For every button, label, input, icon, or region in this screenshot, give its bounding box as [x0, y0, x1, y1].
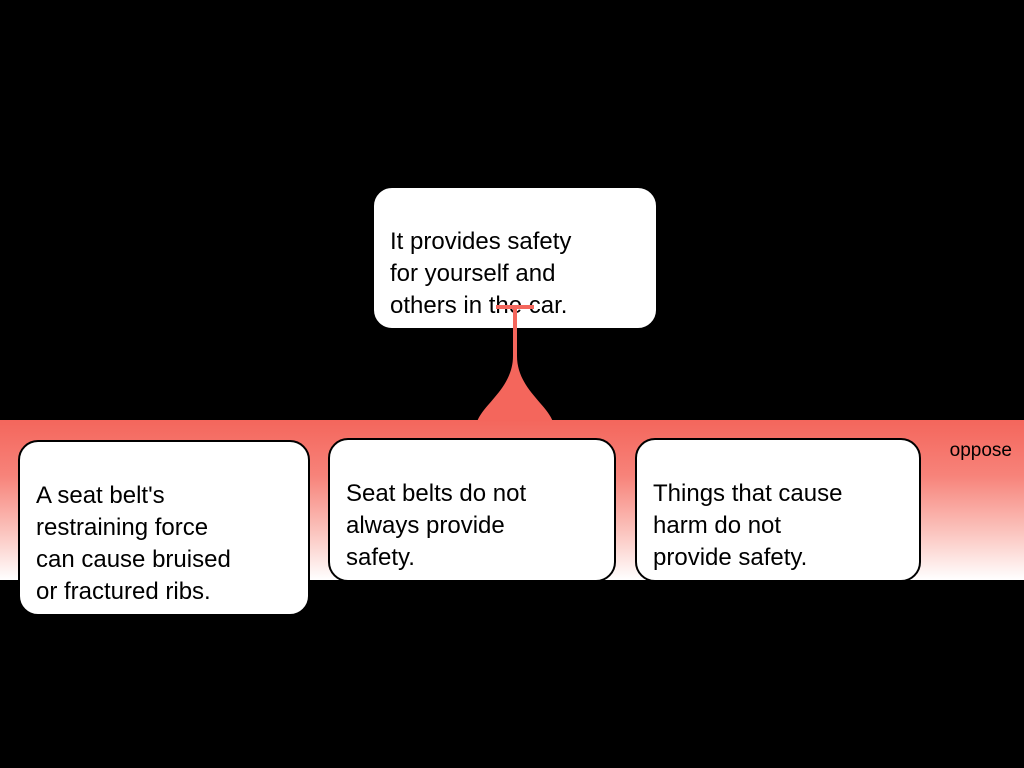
objection-node-3[interactable]: Things that cause harm do not provide sa… — [635, 438, 921, 582]
oppose-connector-icon — [477, 305, 553, 422]
claim-text: It provides safety for yourself and othe… — [390, 228, 572, 319]
connector-crossbar — [496, 305, 534, 309]
objection-node-2[interactable]: Seat belts do not always provide safety. — [328, 438, 616, 582]
connector-funnel — [477, 309, 553, 422]
objection-text-1: A seat belt's restraining force can caus… — [36, 482, 231, 605]
oppose-label: oppose — [949, 440, 1012, 461]
objection-text-3: Things that cause harm do not provide sa… — [653, 480, 843, 571]
objection-node-1[interactable]: A seat belt's restraining force can caus… — [18, 440, 310, 616]
objection-text-2: Seat belts do not always provide safety. — [346, 480, 527, 571]
